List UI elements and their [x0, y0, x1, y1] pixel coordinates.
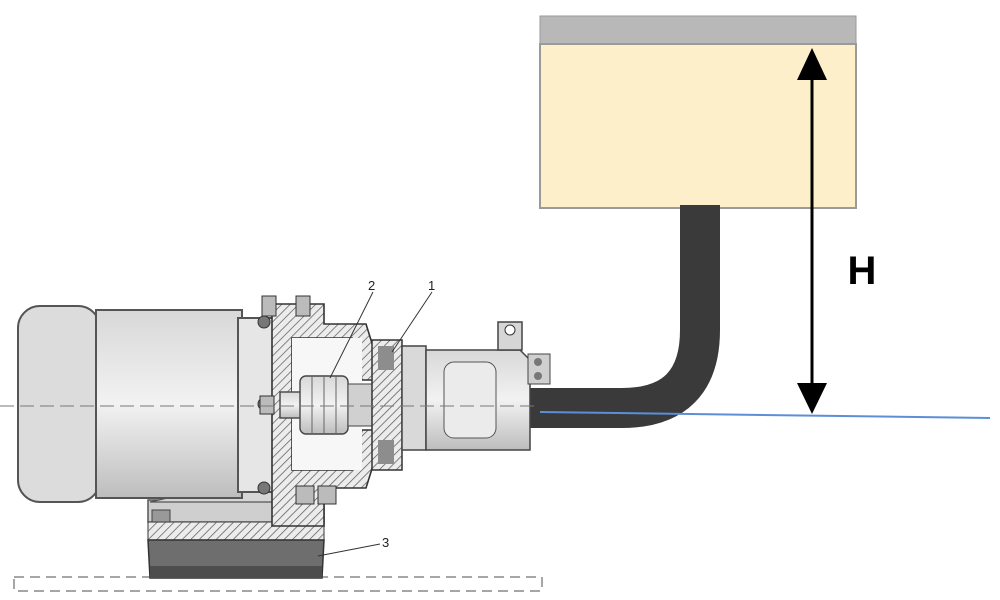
ground-line	[13, 576, 543, 592]
callout-1: 1	[428, 278, 435, 293]
suction-hose	[498, 205, 720, 428]
fluid-level-line	[539, 411, 991, 419]
electric-motor	[17, 305, 275, 503]
height-label: H	[848, 249, 877, 293]
motor-body	[95, 309, 243, 499]
pump-flange	[371, 339, 403, 471]
hydraulic-pump	[401, 321, 551, 451]
motor-fan-cover	[17, 305, 101, 503]
callout-3: 3	[382, 535, 389, 550]
tank-lid	[539, 15, 857, 45]
callout-leaders	[317, 291, 433, 557]
callout-2: 2	[368, 278, 375, 293]
height-dimension-arrow	[797, 48, 827, 414]
tank	[539, 15, 857, 209]
